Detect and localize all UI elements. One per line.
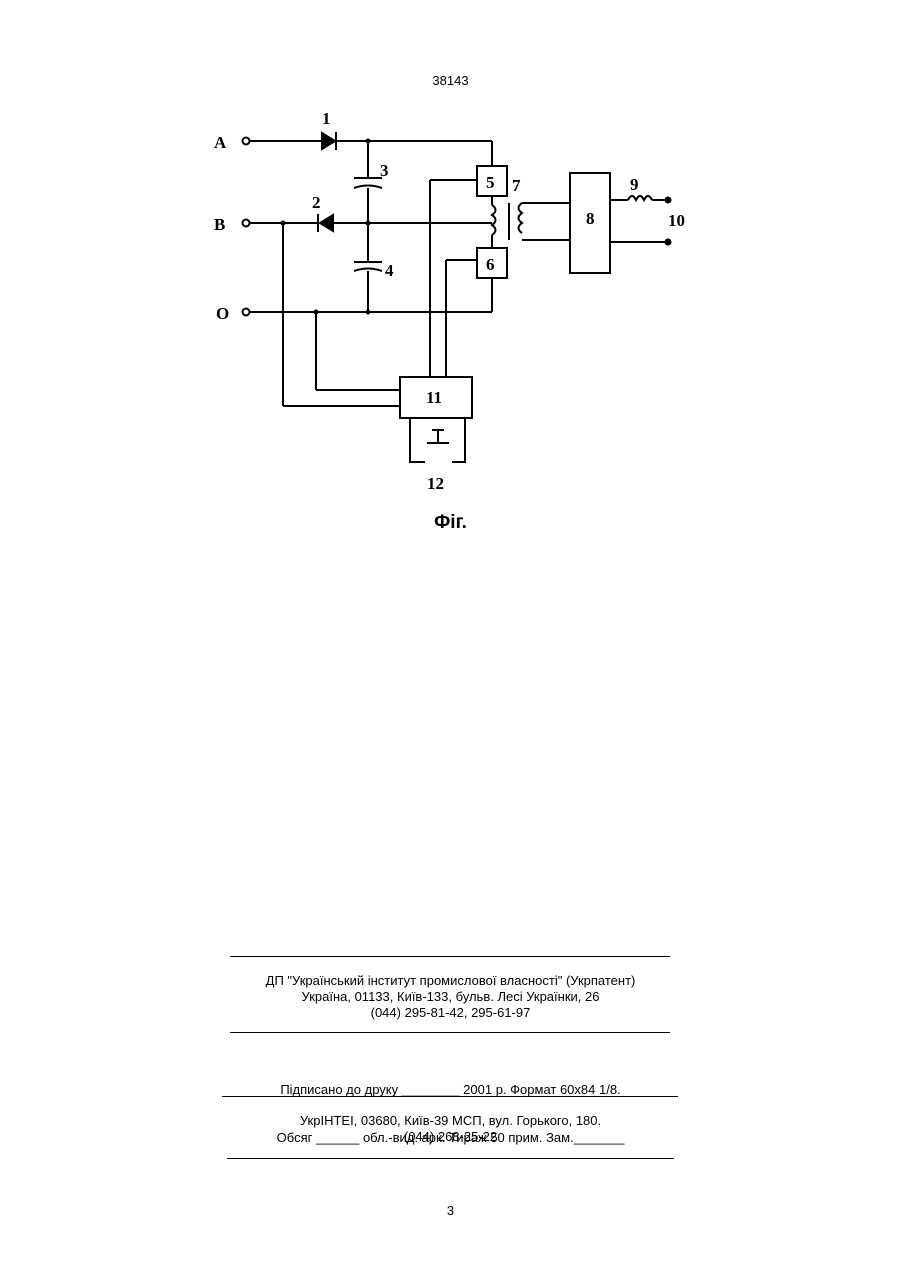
- inductor-9: [628, 196, 652, 200]
- terminal-b-label: B: [214, 215, 225, 234]
- terminal-o-label: O: [216, 304, 229, 323]
- label-1: 1: [322, 109, 331, 128]
- printer-block: УкрІНТЕІ, 03680, Київ-39 МСП, вул. Горьк…: [0, 1113, 901, 1145]
- label-6: 6: [486, 255, 495, 274]
- terminal-a-label: A: [214, 133, 227, 152]
- diode-1: [322, 133, 335, 149]
- label-3: 3: [380, 161, 389, 180]
- transformer-7-secondary: [519, 203, 523, 233]
- divider: [230, 1032, 670, 1033]
- diode-2: [320, 215, 333, 231]
- label-5: 5: [486, 173, 495, 192]
- terminal-o-node: [243, 309, 250, 316]
- label-7: 7: [512, 176, 521, 195]
- terminal-b-node: [243, 220, 250, 227]
- figure-caption: Фіг.: [0, 512, 901, 534]
- publisher-line: ДП "Український інститут промислової вла…: [0, 973, 901, 989]
- label-12: 12: [427, 474, 444, 493]
- divider: [230, 956, 670, 957]
- printer-line: УкрІНТЕІ, 03680, Київ-39 МСП, вул. Горьк…: [0, 1113, 901, 1129]
- capacitor-4-plate: [354, 269, 382, 272]
- label-8: 8: [586, 209, 595, 228]
- circuit-diagram: A B O 1 2 3 4 5 6 7 8 9 10 11 12: [0, 0, 901, 560]
- page-number: 3: [0, 1203, 901, 1218]
- transformer-7-primary: [492, 205, 496, 235]
- label-10: 10: [668, 211, 685, 230]
- publisher-line: Україна, 01133, Київ-133, бульв. Лесі Ук…: [0, 989, 901, 1005]
- divider: [222, 1096, 678, 1097]
- label-4: 4: [385, 261, 394, 280]
- divider: [227, 1158, 674, 1159]
- label-9: 9: [630, 175, 639, 194]
- terminal-a-node: [243, 138, 250, 145]
- label-2: 2: [312, 193, 321, 212]
- publisher-block: ДП "Український інститут промислової вла…: [0, 973, 901, 1021]
- print-info-block: Підписано до друку ________ 2001 р. Форм…: [0, 1050, 901, 1162]
- publisher-line: (044) 295-81-42, 295-61-97: [0, 1005, 901, 1021]
- capacitor-3-plate: [354, 186, 382, 189]
- label-11: 11: [426, 388, 442, 407]
- printer-line: (044) 268-25-22: [0, 1129, 901, 1145]
